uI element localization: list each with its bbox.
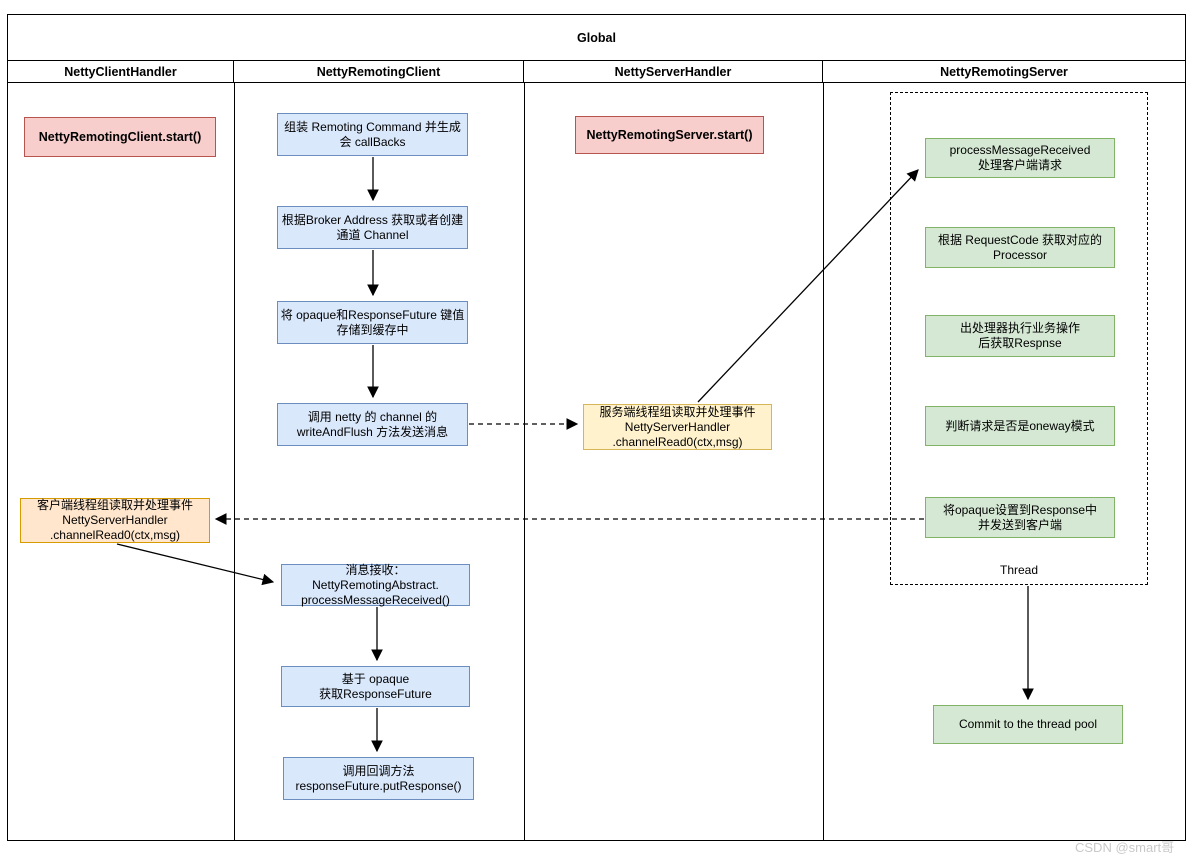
node-commit-pool: Commit to the thread pool	[933, 705, 1123, 744]
lane-header-netty-remoting-client: NettyRemotingClient	[234, 61, 524, 82]
lane-divider-1	[234, 83, 235, 840]
node-callback: 调用回调方法 responseFuture.putResponse()	[283, 757, 474, 800]
node-get-future: 基于 opaque 获取ResponseFuture	[281, 666, 470, 707]
node-exec-business: 出处理器执行业务操作 后获取Respnse	[925, 315, 1115, 357]
lane-header-netty-server-handler: NettyServerHandler	[524, 61, 823, 82]
lane-header-row: NettyClientHandler NettyRemotingClient N…	[8, 61, 1185, 83]
node-process-received: processMessageReceived 处理客户端请求	[925, 138, 1115, 178]
node-assemble-command: 组装 Remoting Command 并生成 会 callBacks	[277, 113, 468, 156]
node-set-opaque: 将opaque设置到Response中 并发送到客户端	[925, 497, 1115, 538]
thread-group-label: Thread	[999, 563, 1039, 577]
node-write-flush: 调用 netty 的 channel 的 writeAndFlush 方法发送消…	[277, 403, 468, 446]
node-get-channel: 根据Broker Address 获取或者创建 通道 Channel	[277, 206, 468, 249]
node-msg-receive: 消息接收：NettyRemotingAbstract. processMessa…	[281, 563, 470, 607]
node-client-read: 客户端线程组读取并处理事件 NettyServerHandler .channe…	[20, 498, 210, 543]
lane-divider-2	[524, 83, 525, 840]
node-client-start: NettyRemotingClient.start()	[24, 117, 216, 157]
lane-header-netty-remoting-server: NettyRemotingServer	[940, 64, 1068, 79]
pool-frame: Global NettyClientHandler NettyRemotingC…	[7, 14, 1186, 841]
node-oneway-check: 判断请求是否是oneway模式	[925, 406, 1115, 446]
csdn-watermark: CSDN @smart哥	[1075, 840, 1175, 855]
node-cache-kv: 将 opaque和ResponseFuture 键值 存储到缓存中	[277, 301, 468, 344]
node-request-code: 根据 RequestCode 获取对应的 Processor	[925, 227, 1115, 268]
lane-header-netty-client-handler: NettyClientHandler	[8, 61, 234, 82]
pool-title: Global	[8, 15, 1185, 61]
node-server-read: 服务端线程组读取并处理事件 NettyServerHandler .channe…	[583, 404, 772, 450]
lane-divider-3	[823, 83, 824, 840]
lane-body	[8, 83, 1185, 840]
node-server-start: NettyRemotingServer.start()	[575, 116, 764, 154]
